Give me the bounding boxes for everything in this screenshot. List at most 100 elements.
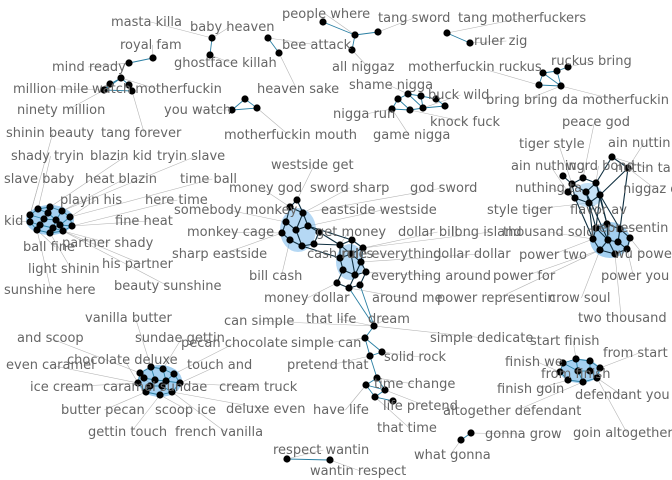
graph-node[interactable]	[374, 28, 382, 36]
graph-node[interactable]	[388, 105, 396, 113]
graph-node[interactable]	[149, 54, 157, 62]
graph-node[interactable]	[206, 51, 214, 59]
graph-node[interactable]	[100, 86, 108, 94]
graph-node[interactable]	[592, 224, 600, 232]
graph-node[interactable]	[381, 386, 389, 394]
graph-node[interactable]	[170, 370, 178, 378]
graph-node[interactable]	[162, 377, 170, 385]
graph-node[interactable]	[371, 393, 379, 401]
graph-node[interactable]	[319, 18, 327, 26]
graph-node[interactable]	[52, 216, 60, 224]
graph-node[interactable]	[592, 179, 600, 187]
graph-node[interactable]	[357, 258, 365, 266]
graph-node[interactable]	[59, 227, 67, 235]
graph-node[interactable]	[345, 284, 353, 292]
graph-node[interactable]	[117, 74, 125, 82]
graph-node[interactable]	[136, 369, 144, 377]
graph-node[interactable]	[46, 203, 54, 211]
graph-node[interactable]	[419, 104, 427, 112]
graph-node[interactable]	[58, 207, 66, 215]
graph-node[interactable]	[604, 236, 612, 244]
graph-node[interactable]	[156, 391, 164, 399]
graph-node[interactable]	[614, 238, 622, 246]
graph-node[interactable]	[362, 268, 370, 276]
graph-node[interactable]	[559, 359, 567, 367]
graph-node[interactable]	[299, 209, 307, 217]
graph-node[interactable]	[467, 429, 475, 437]
graph-node[interactable]	[147, 363, 155, 371]
graph-node[interactable]	[56, 221, 64, 229]
graph-node[interactable]	[593, 374, 601, 382]
graph-node[interactable]	[142, 388, 150, 396]
graph-node[interactable]	[596, 364, 604, 372]
graph-node[interactable]	[66, 213, 74, 221]
graph-node[interactable]	[326, 456, 334, 464]
graph-node[interactable]	[626, 234, 634, 242]
graph-node[interactable]	[373, 374, 381, 382]
graph-node[interactable]	[68, 222, 76, 230]
graph-node[interactable]	[348, 236, 356, 244]
graph-node[interactable]	[559, 172, 567, 180]
graph-node[interactable]	[568, 180, 576, 188]
graph-node[interactable]	[128, 87, 136, 95]
graph-node[interactable]	[443, 29, 451, 37]
graph-node[interactable]	[134, 379, 142, 387]
graph-node[interactable]	[278, 229, 286, 237]
graph-node[interactable]	[298, 242, 306, 250]
graph-node[interactable]	[351, 31, 359, 39]
graph-node[interactable]	[623, 245, 631, 253]
graph-node[interactable]	[347, 250, 355, 258]
graph-node[interactable]	[49, 224, 57, 232]
graph-node[interactable]	[292, 226, 300, 234]
graph-node[interactable]	[432, 95, 440, 103]
graph-node[interactable]	[34, 205, 42, 213]
graph-node[interactable]	[40, 215, 48, 223]
graph-node[interactable]	[351, 271, 359, 279]
graph-node[interactable]	[158, 382, 166, 390]
graph-node[interactable]	[389, 397, 397, 405]
graph-node[interactable]	[359, 244, 367, 252]
graph-node[interactable]	[366, 352, 374, 360]
graph-node[interactable]	[176, 379, 184, 387]
graph-node[interactable]	[241, 95, 249, 103]
graph-node[interactable]	[553, 67, 561, 75]
graph-node[interactable]	[348, 46, 356, 54]
graph-node[interactable]	[125, 59, 133, 67]
graph-node[interactable]	[557, 82, 565, 90]
graph-node[interactable]	[168, 388, 176, 396]
graph-node[interactable]	[151, 376, 159, 384]
graph-node[interactable]	[582, 188, 590, 196]
graph-node[interactable]	[572, 355, 580, 363]
graph-node[interactable]	[336, 241, 344, 249]
graph-node[interactable]	[466, 39, 474, 47]
graph-node[interactable]	[36, 221, 44, 229]
graph-node[interactable]	[457, 436, 465, 444]
graph-node[interactable]	[26, 211, 34, 219]
graph-node[interactable]	[253, 104, 261, 112]
graph-node[interactable]	[293, 196, 301, 204]
graph-node[interactable]	[26, 218, 34, 226]
graph-node[interactable]	[596, 246, 604, 254]
graph-node[interactable]	[394, 95, 402, 103]
graph-node[interactable]	[315, 228, 323, 236]
graph-node[interactable]	[44, 209, 52, 217]
graph-node[interactable]	[362, 381, 370, 389]
graph-node[interactable]	[564, 63, 572, 71]
graph-node[interactable]	[624, 164, 632, 172]
graph-node[interactable]	[579, 378, 587, 386]
graph-node[interactable]	[556, 368, 564, 376]
graph-node[interactable]	[333, 279, 341, 287]
graph-node[interactable]	[417, 92, 425, 100]
graph-node[interactable]	[286, 236, 294, 244]
graph-node[interactable]	[370, 322, 378, 330]
graph-node[interactable]	[596, 191, 604, 199]
graph-node[interactable]	[441, 102, 449, 110]
graph-node[interactable]	[564, 188, 572, 196]
graph-node[interactable]	[304, 222, 312, 230]
graph-node[interactable]	[339, 266, 347, 274]
graph-node[interactable]	[586, 367, 594, 375]
graph-node[interactable]	[586, 357, 594, 365]
graph-node[interactable]	[616, 225, 624, 233]
graph-node[interactable]	[608, 153, 616, 161]
graph-node[interactable]	[404, 90, 412, 98]
